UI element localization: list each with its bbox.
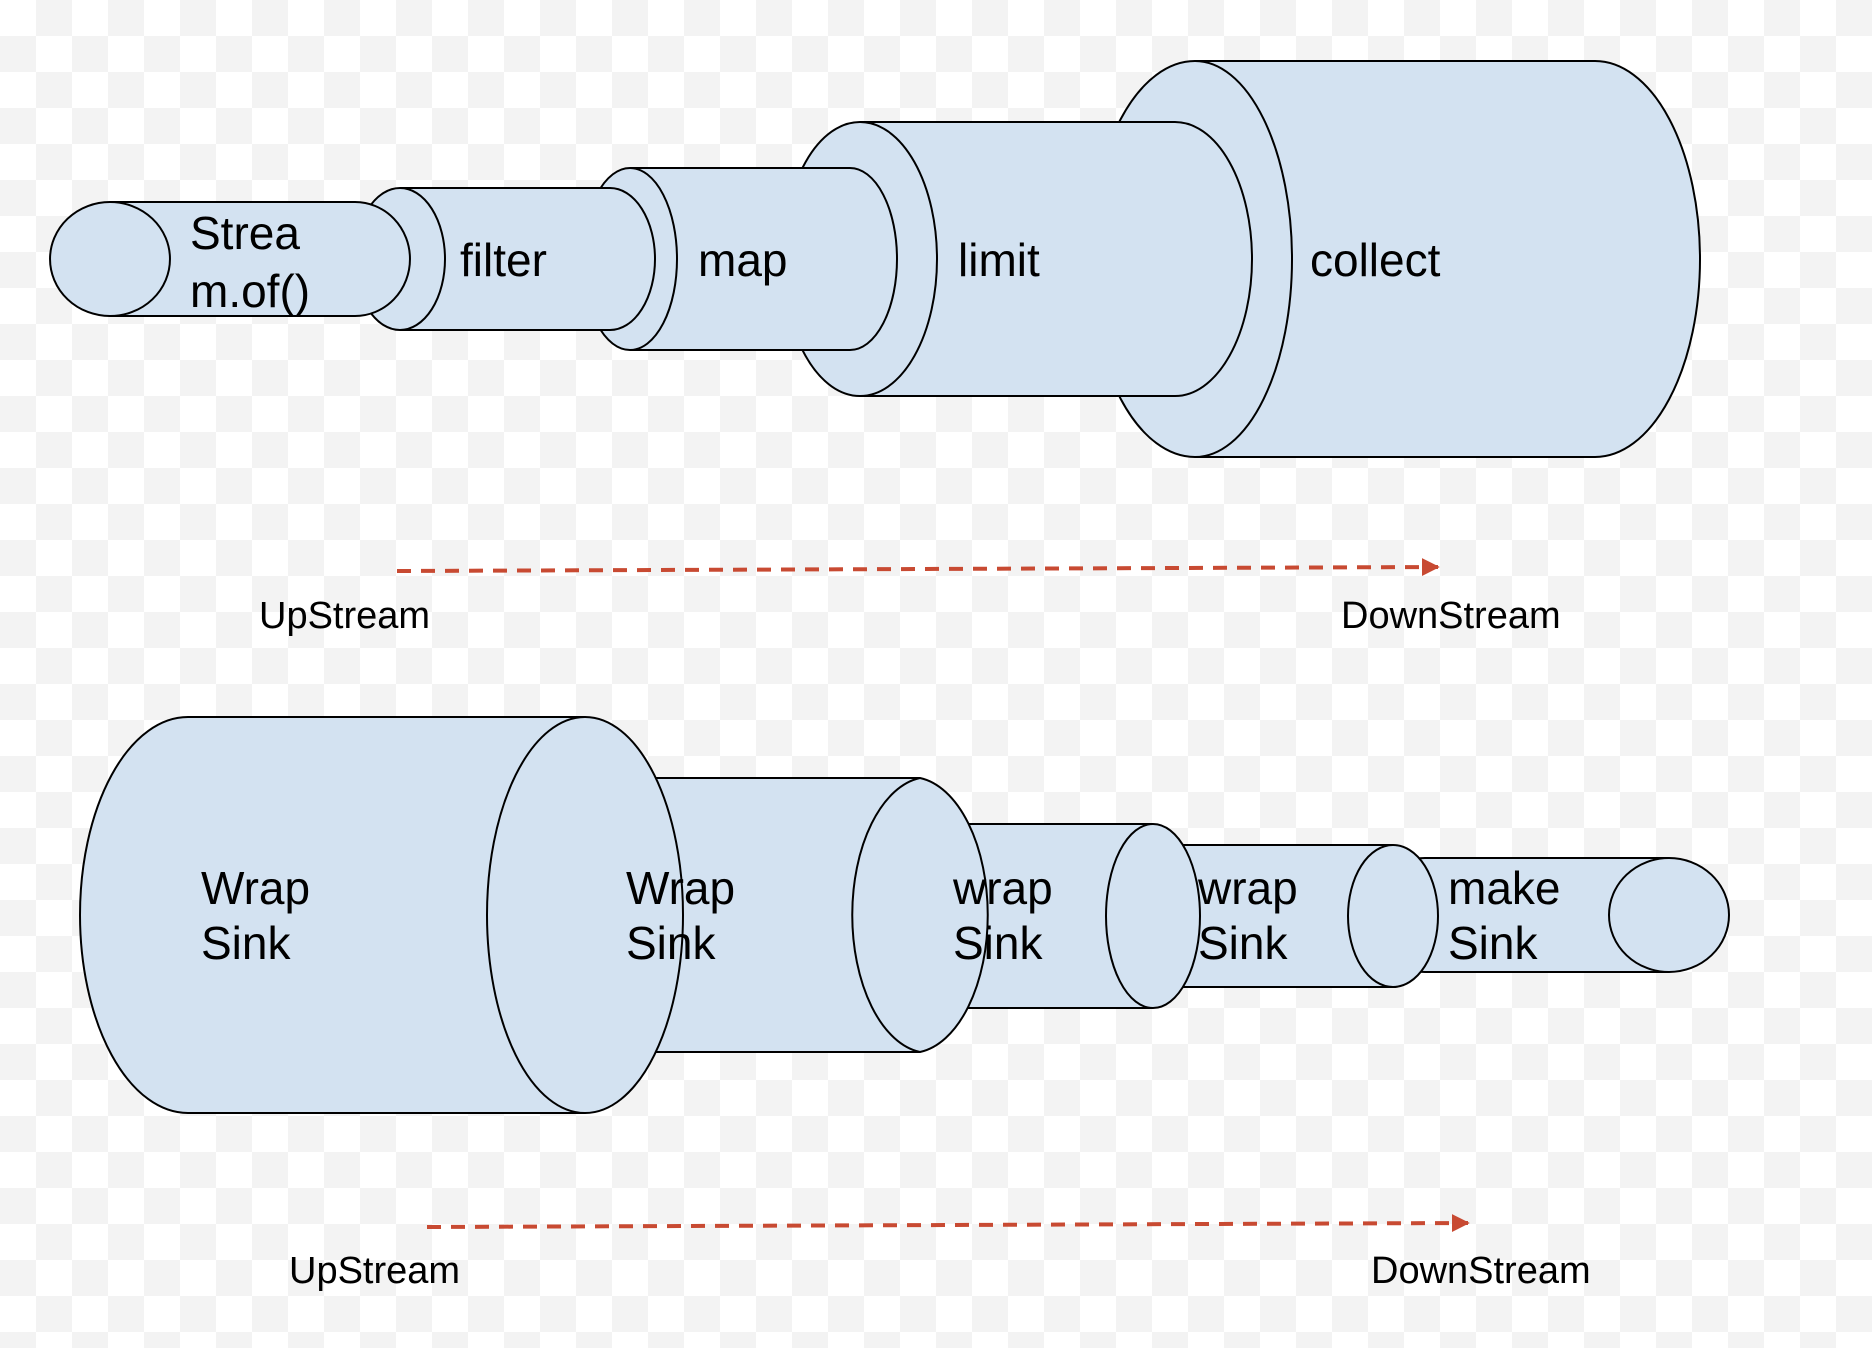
sink-upstream-label: UpStream xyxy=(289,1250,460,1292)
wrap-sink-2-label: Wrap Sink xyxy=(626,862,748,969)
stream-of-stage-cylinder xyxy=(49,201,411,317)
collect-label: collect xyxy=(1310,234,1441,286)
wrap-sink-4-label: wrap Sink xyxy=(1197,862,1311,969)
sink-downstream-label: DownStream xyxy=(1371,1250,1591,1292)
wrap-sink-3-label: wrap Sink xyxy=(952,862,1066,969)
sink-direction-arrow xyxy=(426,1214,1470,1233)
sink-stages xyxy=(79,716,1730,1114)
make-sink-label: make Sink xyxy=(1448,862,1573,969)
wrap-sink-1-label: Wrap Sink xyxy=(201,862,323,969)
filter-label: filter xyxy=(460,234,547,286)
pipeline-stages xyxy=(49,60,1701,458)
wrap-sink-4-cylinder xyxy=(1124,844,1439,988)
pipeline-direction-arrow xyxy=(396,558,1440,577)
map-label: map xyxy=(698,234,787,286)
wrap-sink-1-cylinder xyxy=(79,716,684,1114)
pipeline-upstream-label: UpStream xyxy=(259,595,430,637)
limit-label: limit xyxy=(958,234,1040,286)
stream-of-label: Strea m.of() xyxy=(190,207,313,317)
sink-stage-labels: Wrap Sink Wrap Sink wrap Sink wrap Sink … xyxy=(201,862,1573,969)
pipeline-stage-labels: Strea m.of() filter map limit collect xyxy=(190,207,1441,317)
pipeline-downstream-label: DownStream xyxy=(1341,595,1561,637)
